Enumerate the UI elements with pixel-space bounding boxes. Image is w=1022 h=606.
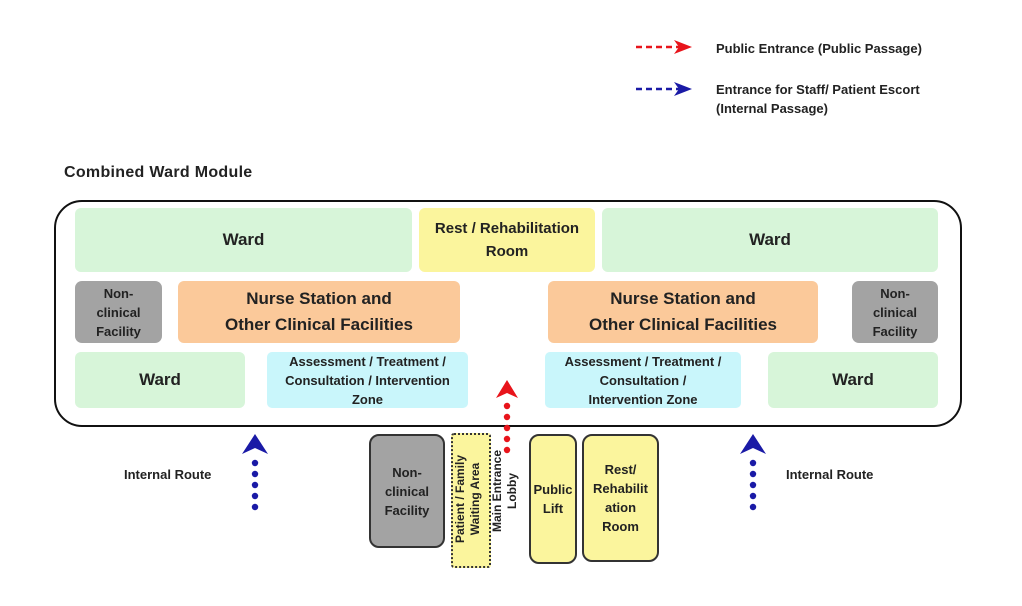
internal-route-arrow-left-icon	[242, 434, 268, 511]
legend-public-entrance: Public Entrance (Public Passage)	[716, 41, 922, 56]
public-lift: Public Lift	[529, 434, 577, 564]
waiting-area-box	[451, 433, 491, 568]
ward-top-left: Ward	[75, 208, 412, 272]
nurse-station-right: Nurse Station and Other Clinical Facilit…	[548, 281, 818, 343]
ward-bottom-left: Ward	[75, 352, 245, 408]
nurse-station-left: Nurse Station and Other Clinical Facilit…	[178, 281, 460, 343]
main-entrance-lobby-label: Main Entrance Lobby	[490, 449, 519, 533]
module-title: Combined Ward Module	[64, 164, 253, 181]
assessment-zone-right: Assessment / Treatment / Consultation / …	[545, 352, 741, 408]
nonclinical-facility-left: Non- clinical Facility	[75, 281, 162, 343]
internal-route-label-left: Internal Route	[124, 467, 212, 482]
legend-staff-entrance-line2: (Internal Passage)	[716, 101, 828, 116]
rest-rehabilitation-room-entrance: Rest/ Rehabilit ation Room	[582, 434, 659, 562]
public-entrance-arrow-icon	[636, 40, 692, 54]
nonclinical-facility-right: Non- clinical Facility	[852, 281, 938, 343]
nonclinical-facility-entrance: Non- clinical Facility	[369, 434, 445, 548]
staff-entrance-arrow-icon	[636, 82, 692, 96]
assessment-zone-left: Assessment / Treatment / Consultation / …	[267, 352, 468, 408]
internal-route-arrow-right-icon	[740, 434, 766, 511]
internal-route-label-right: Internal Route	[786, 467, 874, 482]
rest-rehabilitation-room-top: Rest / Rehabilitation Room	[419, 208, 595, 272]
waiting-area-label: Patient / Family Waiting Area	[453, 454, 482, 544]
ward-top-right: Ward	[602, 208, 938, 272]
legend-staff-entrance: Entrance for Staff/ Patient Escort (Inte…	[716, 80, 920, 118]
public-entrance-route-arrow-icon	[496, 380, 518, 454]
ward-bottom-right: Ward	[768, 352, 938, 408]
legend-staff-entrance-line1: Entrance for Staff/ Patient Escort	[716, 82, 920, 97]
